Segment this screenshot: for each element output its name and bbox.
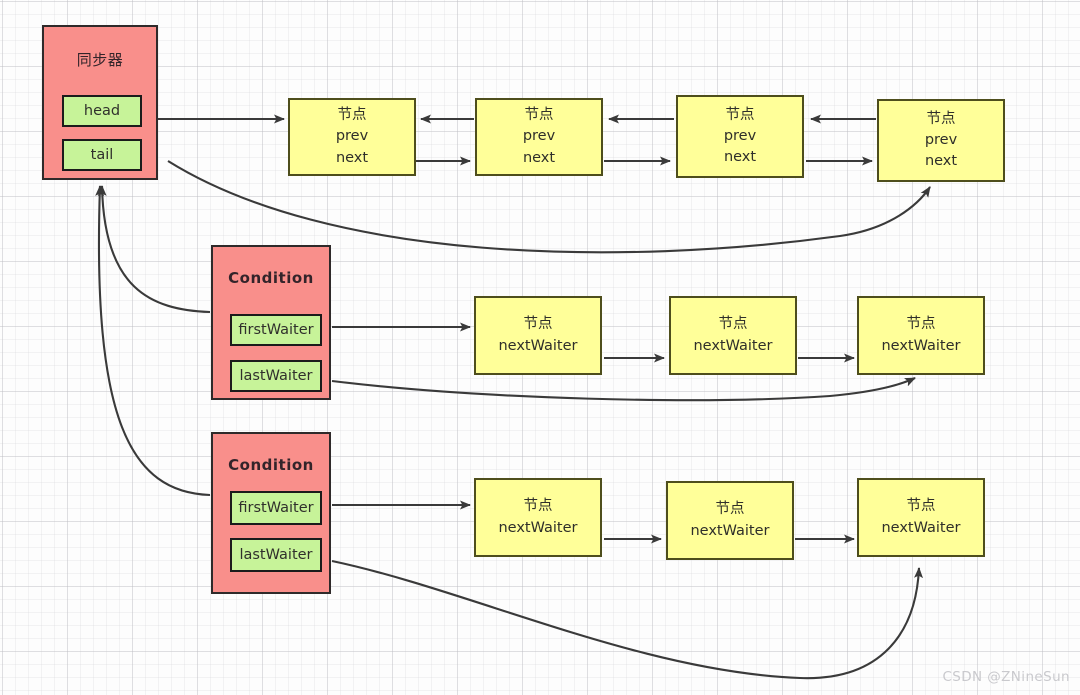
condition-1-field-firstWaiter-label: firstWaiter bbox=[238, 322, 314, 338]
condition-box-1[interactable]: Condition firstWaiter lastWaiter bbox=[211, 245, 331, 400]
condition-queue-1-node-3-line-1: 节点 bbox=[906, 316, 936, 333]
sync-queue-node-4-line-3: next bbox=[924, 153, 958, 169]
condition-2-field-lastWaiter-label: lastWaiter bbox=[239, 547, 313, 563]
sync-queue-node-4-line-1: 节点 bbox=[926, 110, 956, 127]
condition-2-field-firstWaiter-label: firstWaiter bbox=[238, 500, 314, 516]
condition-2-field-firstWaiter[interactable]: firstWaiter bbox=[230, 491, 322, 525]
sync-queue-node-4[interactable]: 节点 prev next bbox=[877, 99, 1005, 182]
condition-1-field-lastWaiter[interactable]: lastWaiter bbox=[230, 360, 322, 392]
condition-queue-1-node-2[interactable]: 节点 nextWaiter bbox=[669, 296, 797, 375]
edge-cond2-last-to-bot3 bbox=[331, 559, 924, 680]
edge-cond1-to-sync bbox=[97, 185, 211, 314]
condition-queue-2-node-3-line-2: nextWaiter bbox=[881, 519, 961, 536]
sync-queue-node-2-line-2: prev bbox=[522, 128, 556, 145]
sync-queue-node-3-line-3: next bbox=[723, 149, 757, 165]
edge-cond2-to-sync bbox=[95, 185, 211, 497]
condition-queue-2-node-2-line-2: nextWaiter bbox=[690, 522, 770, 539]
edge-cond1-last-to-mid3 bbox=[331, 377, 916, 402]
sync-queue-node-3[interactable]: 节点 prev next bbox=[676, 95, 804, 178]
synchronizer-field-tail-label: tail bbox=[90, 147, 114, 163]
synchronizer-box[interactable]: 同步器 head tail bbox=[42, 25, 158, 180]
condition-queue-1-node-1-line-1: 节点 bbox=[523, 316, 553, 333]
sync-queue-node-2-line-1: 节点 bbox=[524, 107, 554, 124]
condition-queue-2-node-1[interactable]: 节点 nextWaiter bbox=[474, 478, 602, 557]
condition-queue-2-node-3[interactable]: 节点 nextWaiter bbox=[857, 478, 985, 557]
condition-queue-2-node-3-line-1: 节点 bbox=[906, 498, 936, 515]
sync-queue-node-1[interactable]: 节点 prev next bbox=[288, 98, 416, 176]
condition-1-field-lastWaiter-label: lastWaiter bbox=[239, 368, 313, 384]
condition-queue-1-node-3[interactable]: 节点 nextWaiter bbox=[857, 296, 985, 375]
condition-title-1: Condition bbox=[228, 269, 314, 287]
condition-1-field-firstWaiter[interactable]: firstWaiter bbox=[230, 314, 322, 346]
condition-queue-2-node-1-line-2: nextWaiter bbox=[498, 519, 578, 536]
sync-queue-node-3-line-1: 节点 bbox=[725, 106, 755, 123]
sync-queue-node-4-line-2: prev bbox=[924, 131, 958, 148]
condition-queue-1-node-2-line-1: 节点 bbox=[718, 316, 748, 333]
condition-box-2[interactable]: Condition firstWaiter lastWaiter bbox=[211, 432, 331, 594]
condition-title-2: Condition bbox=[228, 456, 314, 474]
condition-queue-1-node-2-line-2: nextWaiter bbox=[693, 337, 773, 354]
sync-queue-node-1-line-3: next bbox=[335, 149, 369, 166]
synchronizer-title: 同步器 bbox=[76, 51, 124, 69]
condition-queue-2-node-2[interactable]: 节点 nextWaiter bbox=[666, 481, 794, 560]
condition-queue-1-node-1[interactable]: 节点 nextWaiter bbox=[474, 296, 602, 375]
sync-queue-node-3-line-2: prev bbox=[723, 127, 757, 144]
synchronizer-field-head[interactable]: head bbox=[62, 95, 142, 127]
synchronizer-field-tail[interactable]: tail bbox=[62, 139, 142, 171]
condition-queue-1-node-1-line-2: nextWaiter bbox=[498, 337, 578, 354]
sync-queue-node-2[interactable]: 节点 prev next bbox=[475, 98, 603, 176]
sync-queue-node-1-line-2: prev bbox=[335, 128, 369, 145]
sync-queue-node-2-line-3: next bbox=[522, 149, 556, 166]
condition-queue-1-node-3-line-2: nextWaiter bbox=[881, 337, 961, 354]
sync-queue-node-1-line-1: 节点 bbox=[337, 107, 367, 124]
condition-2-field-lastWaiter[interactable]: lastWaiter bbox=[230, 538, 322, 572]
synchronizer-field-head-label: head bbox=[83, 103, 121, 119]
watermark: CSDN @ZNineSun bbox=[942, 669, 1070, 685]
condition-queue-2-node-1-line-1: 节点 bbox=[523, 498, 553, 515]
condition-queue-2-node-2-line-1: 节点 bbox=[715, 501, 745, 518]
